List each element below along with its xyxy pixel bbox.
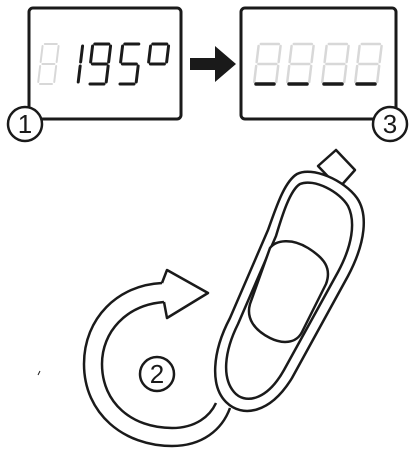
- callout-1-number: 1: [18, 109, 32, 139]
- callout-3-number: 3: [383, 109, 397, 139]
- callout-2: 2: [138, 355, 176, 393]
- ghost-digit-1-segment-c: [307, 64, 313, 84]
- display-after: [239, 6, 398, 121]
- display-before-reading: [76, 42, 171, 86]
- stray-mark: [37, 370, 41, 376]
- ghost-digit-0-segment-f: [255, 44, 260, 64]
- reading-digit-1-segment-b: [107, 44, 113, 64]
- ghost-digit-0-segment-e: [252, 64, 258, 84]
- callout-1: 1: [6, 105, 44, 143]
- ghost-digit-1-segment-f: [288, 44, 293, 64]
- tire-pressure-sensor-icon: [214, 148, 366, 413]
- ghost-digit-segment-f: [39, 45, 44, 63]
- ghost-digit-3-segment-e: [353, 64, 359, 84]
- rotate-arrow-icon: [82, 268, 232, 448]
- ghost-digit-0-segment-c: [274, 64, 280, 84]
- ghost-digit-2-segment-c: [342, 64, 348, 84]
- reading-digit-1-segment-f: [89, 44, 95, 64]
- reading-digit-0-segment-b: [79, 44, 85, 64]
- ghost-digit-segment-b: [55, 45, 60, 63]
- ghost-digit-1-segment-b: [310, 44, 315, 64]
- ghost-digit-2-segment-e: [320, 64, 326, 84]
- ghost-digit-2-segment-b: [345, 44, 350, 64]
- reading-digit-2-segment-c: [134, 64, 140, 84]
- reading-digit-2-segment-f: [119, 44, 125, 64]
- display-after-frame: [239, 6, 398, 121]
- ghost-digit-3-segment-f: [356, 44, 361, 64]
- ghost-digit-2-segment-f: [323, 44, 328, 64]
- right-arrow-icon: [190, 46, 236, 82]
- display-before-ghost-digit: [37, 43, 60, 85]
- ghost-digit-segment-e: [37, 65, 42, 83]
- reading-digit-1-segment-c: [104, 64, 110, 84]
- ghost-digit-1-segment-e: [285, 64, 291, 84]
- ghost-digit-0-segment-b: [277, 44, 282, 64]
- ghost-digit-3-segment-b: [378, 44, 383, 64]
- degree-symbol-segment-b: [165, 44, 171, 64]
- ghost-digit-segment-c: [53, 65, 58, 83]
- callout-3: 3: [371, 105, 409, 143]
- display-before: [27, 6, 183, 121]
- callout-2-number: 2: [150, 359, 164, 389]
- ghost-digit-3-segment-c: [375, 64, 381, 84]
- reading-digit-0-segment-c: [76, 64, 82, 84]
- degree-symbol-segment-f: [147, 44, 153, 64]
